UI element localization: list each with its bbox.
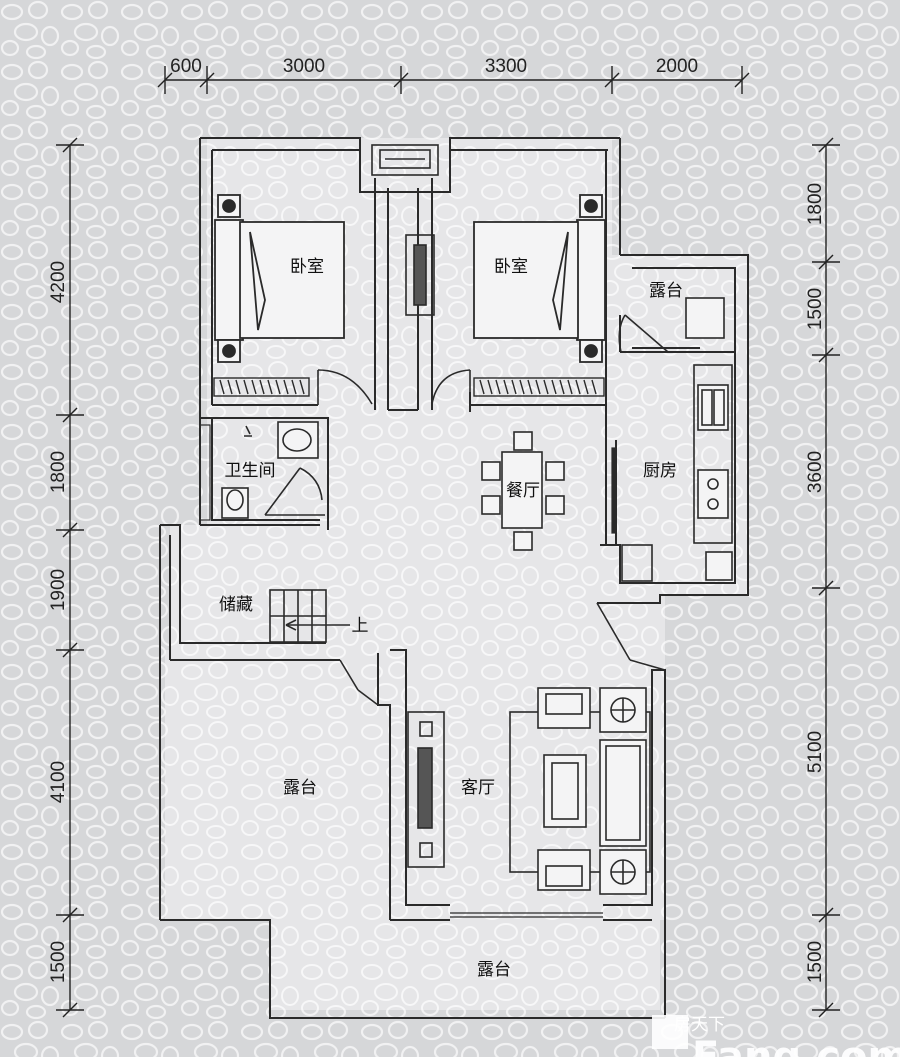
wardrobe-right [473,377,605,397]
dim-top-1: 600 [170,56,202,77]
dim-right-3: 3600 [805,451,826,493]
room-label-dining: 餐厅 [506,481,540,501]
dim-top-2: 3000 [283,56,325,77]
dim-right-2: 1500 [805,288,826,330]
room-label-terrace-small: 露台 [649,281,683,301]
stairs [269,589,350,643]
ac-unit [371,144,439,176]
dim-right-1: 1800 [805,183,826,225]
dim-top-4: 2000 [656,56,698,77]
dim-left-3: 1900 [48,569,69,611]
bed-left [214,194,345,363]
living-furniture [509,687,651,895]
room-label-bathroom: 卫生间 [225,461,276,481]
dim-left-1: 4200 [48,261,69,303]
stair-up-label: 上 [352,616,369,636]
room-label-living: 客厅 [461,778,495,798]
room-label-storage: 储藏 [219,595,253,615]
dim-right-4: 5100 [805,731,826,773]
dim-left-5: 1500 [48,941,69,983]
watermark: 房天下 Fang.com [652,1015,900,1057]
dim-right-5: 1500 [805,941,826,983]
room-label-bedroom-left: 卧室 [290,257,324,277]
dimension-lines [56,66,840,1018]
wardrobe-left [213,377,310,397]
dim-left-4: 4100 [48,761,69,803]
kitchen-counter [621,364,733,582]
room-label-kitchen: 厨房 [643,461,677,481]
washer [685,297,725,339]
watermark-cn: 房天下 [674,1015,725,1035]
door-swings [264,314,669,706]
walls [159,137,749,1019]
watermark-en: Fang.com [692,1034,900,1057]
room-label-terrace-large: 露台 [283,778,317,798]
bed-right [473,194,606,363]
room-label-bedroom-right: 卧室 [494,257,528,277]
dim-left-2: 1800 [48,451,69,493]
room-label-terrace-bottom: 露台 [477,960,511,980]
windows [199,424,617,918]
tv-cabinet [407,711,445,868]
bathroom-fixtures [221,421,319,519]
dining-set [481,431,565,551]
floor-areas [165,138,747,1010]
dim-top-3: 3300 [485,56,527,77]
corridor-cabinet [405,234,435,316]
